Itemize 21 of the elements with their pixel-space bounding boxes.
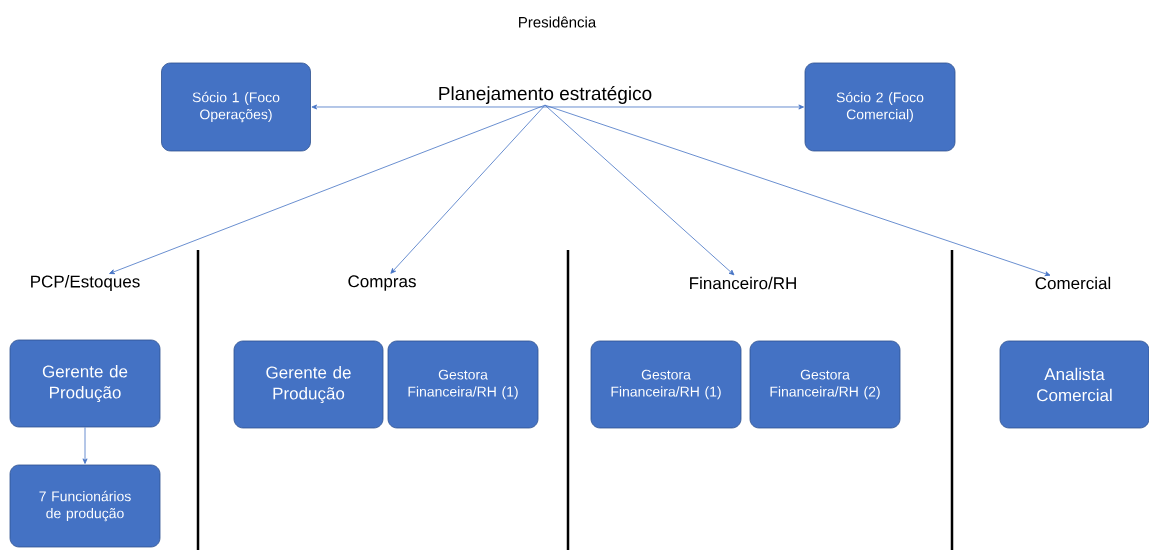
role-box: Gestora Financeira/RH (1) bbox=[590, 340, 742, 429]
role-box: Gerente de Produção bbox=[9, 339, 161, 428]
role-box: Gerente de Produção bbox=[233, 340, 384, 429]
role-box: Gestora Financeira/RH (2) bbox=[749, 340, 901, 429]
center-text: Planejamento estratégico bbox=[439, 86, 652, 104]
role-box: Gestora Financeira/RH (1) bbox=[387, 340, 539, 429]
arrow bbox=[82, 427, 88, 464]
role-box: 7 Funcionários de produção bbox=[9, 464, 161, 548]
role-box: Sócio 2 (Foco Comercial) bbox=[804, 62, 956, 152]
role-box: Sócio 1 (Foco Operações) bbox=[161, 62, 311, 152]
arrow bbox=[390, 104, 546, 274]
heading-text: PCP/Estoques bbox=[31, 275, 140, 291]
heading-text: Comercial bbox=[1035, 276, 1111, 290]
heading-text: Financeiro/RH bbox=[690, 276, 796, 290]
arrow bbox=[544, 104, 1051, 277]
arrow bbox=[109, 104, 546, 275]
arrow bbox=[544, 104, 735, 276]
title: Presidência bbox=[519, 16, 597, 28]
arrow bbox=[311, 104, 804, 110]
role-box: Analista Comercial bbox=[999, 340, 1149, 429]
heading-text: Compras bbox=[348, 275, 416, 291]
